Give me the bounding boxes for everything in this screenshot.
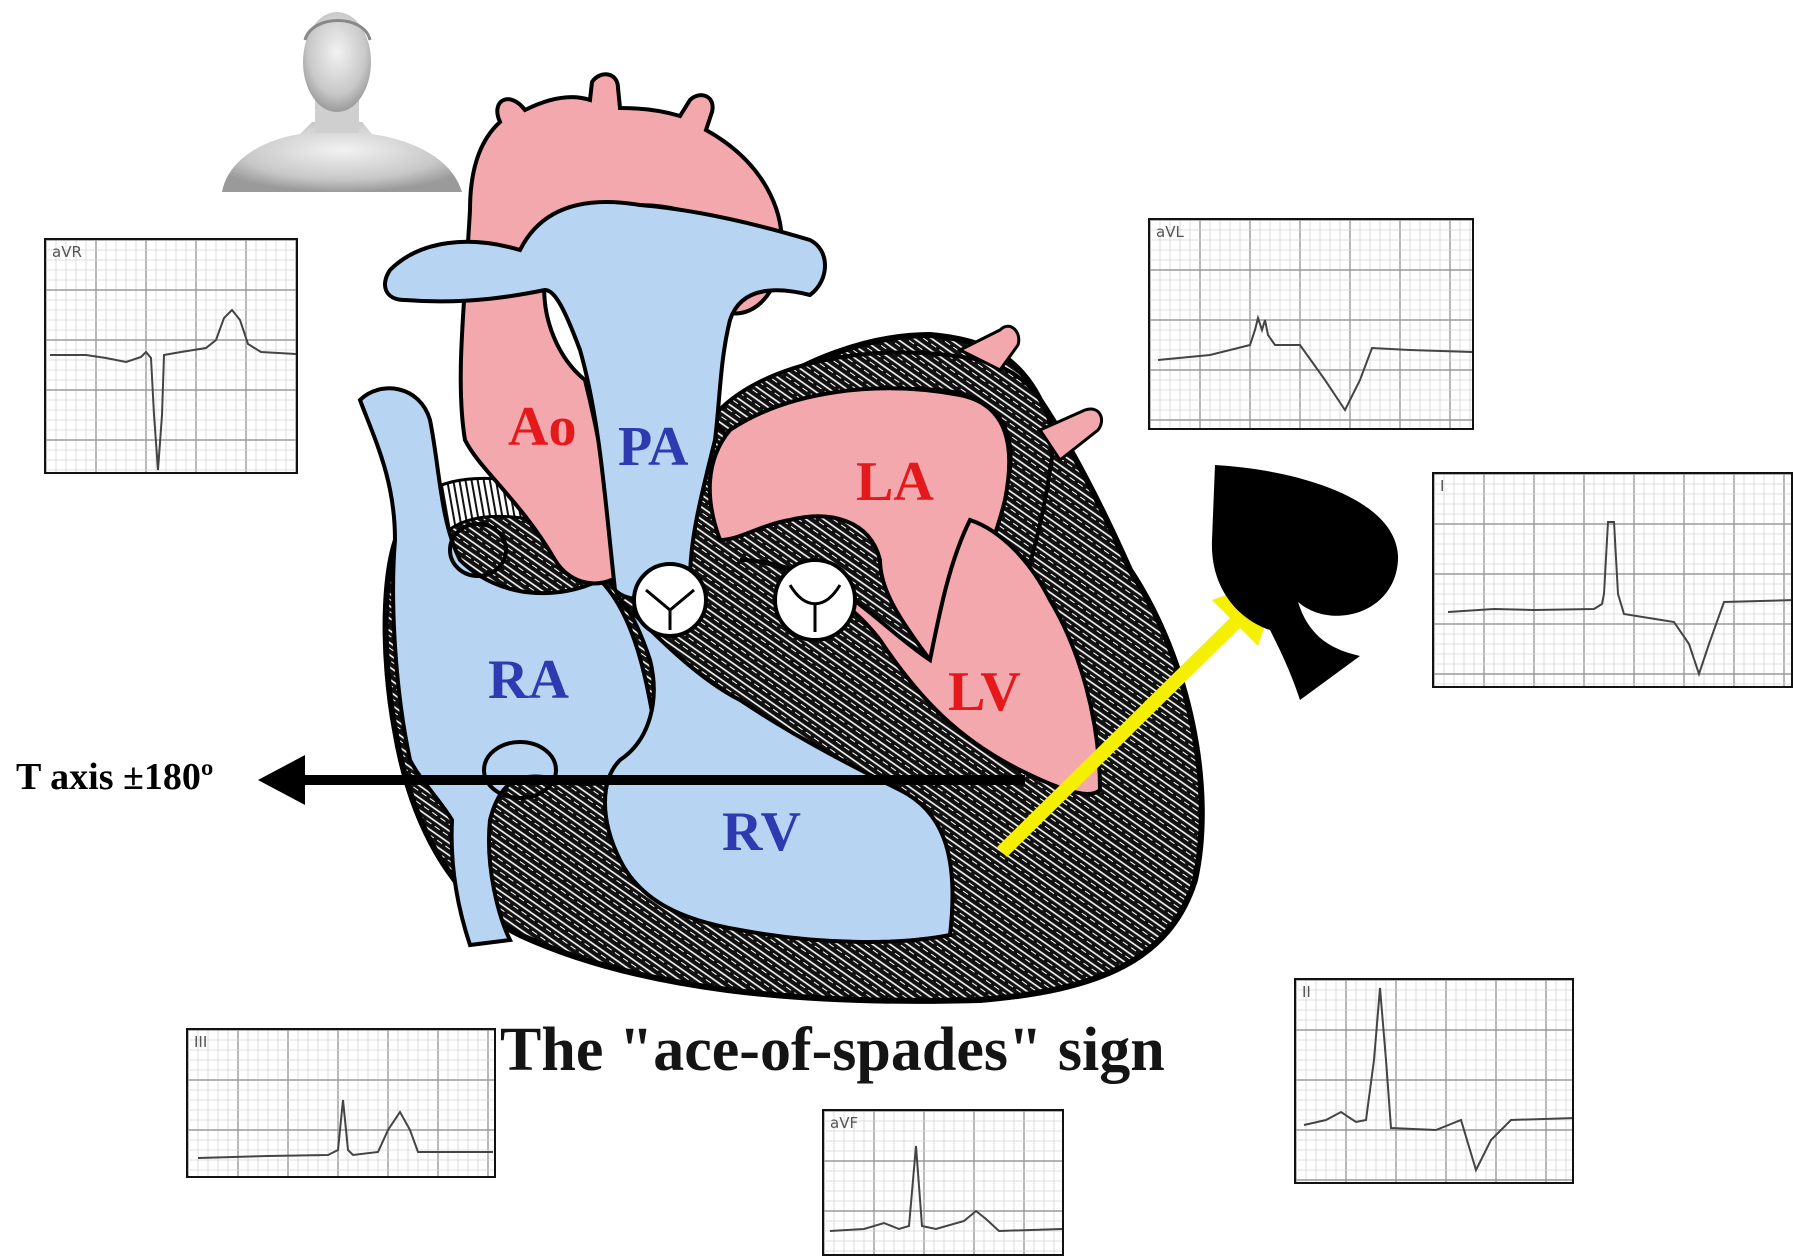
ecg-lead-label: II [1302, 983, 1311, 1001]
ecg-grid [46, 240, 298, 474]
t-axis-label: T axis ±180º [16, 755, 213, 799]
diagram-title: The "ace-of-spades" sign [500, 1015, 1280, 1086]
ecg-lead-ii: II [1294, 978, 1574, 1184]
label-left-ventricle: LV [948, 660, 1021, 724]
label-left-atrium: LA [856, 450, 934, 514]
ecg-grid [1296, 980, 1574, 1184]
ecg-trace [1434, 474, 1793, 688]
ecg-trace [46, 240, 298, 474]
label-right-atrium: RA [488, 648, 569, 712]
spade-icon [1212, 465, 1398, 700]
ecg-lead-label: III [194, 1033, 207, 1051]
ecg-grid [1434, 474, 1793, 688]
ecg-lead-i: I [1432, 472, 1793, 688]
ecg-lead-iii: III [186, 1028, 496, 1178]
ecg-grid [1150, 220, 1474, 430]
ecg-grid [824, 1111, 1064, 1256]
tricuspid-valve [634, 564, 706, 636]
label-right-ventricle: RV [722, 800, 801, 864]
label-aorta: Ao [508, 395, 576, 459]
ecg-lead-label: aVF [830, 1114, 858, 1132]
mitral-valve [775, 560, 855, 640]
ecg-trace [188, 1030, 496, 1178]
ecg-lead-avf: aVF [822, 1109, 1064, 1256]
ecg-lead-avr: aVR [44, 238, 298, 474]
ecg-lead-label: aVR [52, 243, 82, 261]
ecg-lead-label: I [1440, 477, 1444, 495]
ecg-trace [1296, 980, 1574, 1184]
ecg-trace [824, 1111, 1064, 1256]
ecg-trace [1150, 220, 1474, 430]
ecg-lead-label: aVL [1156, 223, 1184, 241]
label-pulmonary-artery: PA [618, 415, 689, 479]
ecg-lead-avl: aVL [1148, 218, 1474, 430]
human-torso-icon [222, 12, 462, 192]
